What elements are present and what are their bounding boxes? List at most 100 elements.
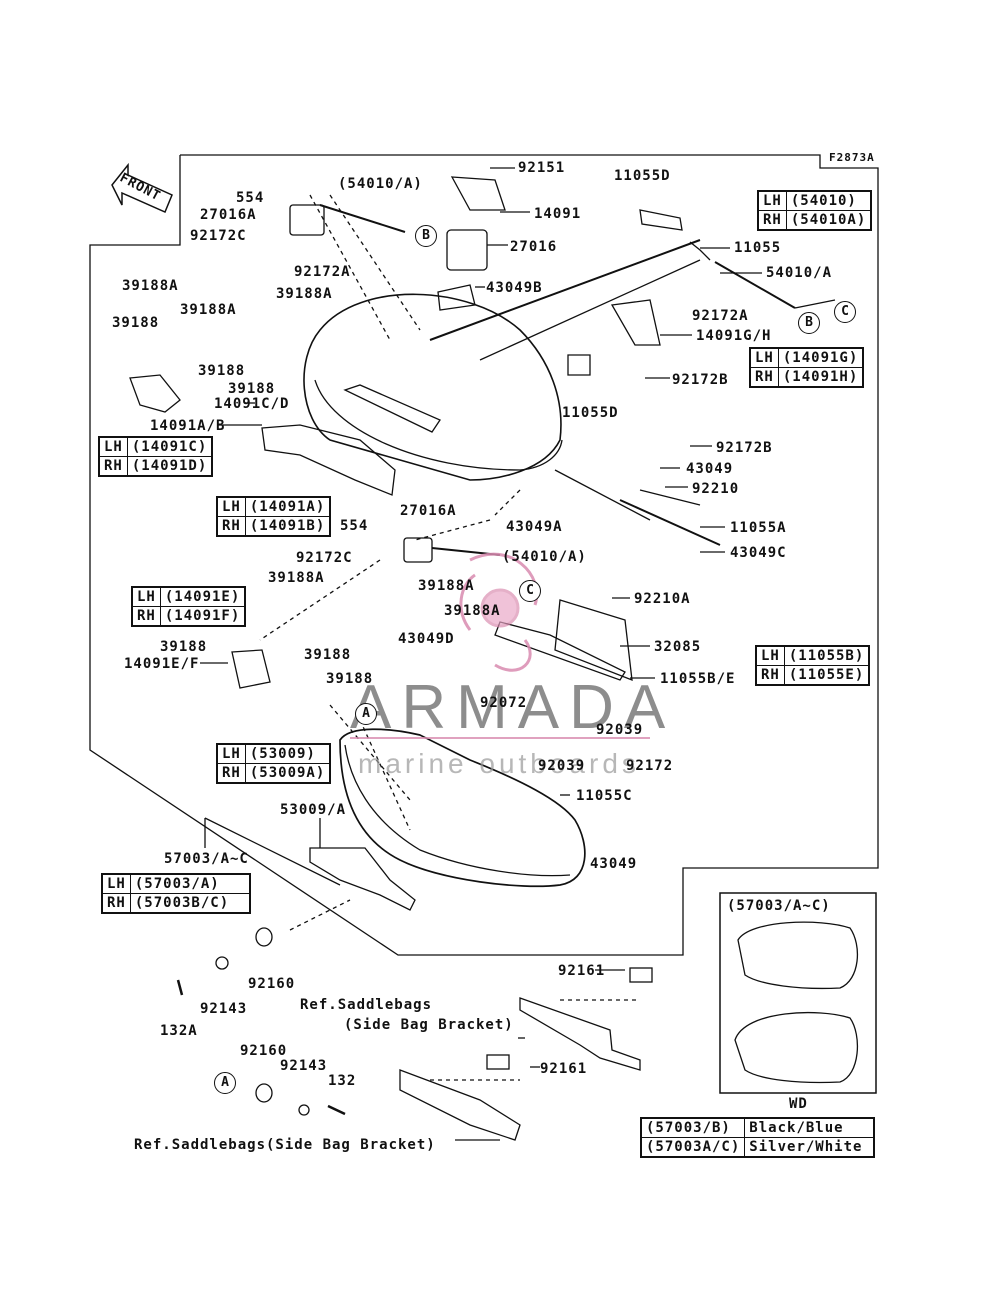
bracket-14091EF xyxy=(231,649,271,689)
watermark-subtitle: marine outboards xyxy=(358,748,640,779)
part-label: 39188A xyxy=(180,302,237,318)
table-cell: (57003/A) xyxy=(129,874,250,894)
table-cell: (14091E) xyxy=(159,587,246,607)
plate-32085 xyxy=(554,599,633,681)
part-label: 27016A xyxy=(200,207,257,223)
cable-54010A xyxy=(319,204,406,233)
part-label: 43049C xyxy=(730,545,787,561)
hinge-rod xyxy=(429,239,701,341)
part-label: 92151 xyxy=(518,160,566,176)
plate-14091 xyxy=(450,176,506,211)
grommet-92160-1 xyxy=(255,927,273,947)
latch-mid xyxy=(403,537,433,563)
part-label: 92072 xyxy=(480,695,528,711)
table-cell: (14091H) xyxy=(777,367,864,387)
part-label: 39188A xyxy=(444,603,501,619)
part-label: 39188A xyxy=(268,570,325,586)
ref-saddlebags-1-sub: (Side Bag Bracket) xyxy=(344,1017,514,1033)
inset-bag-1 xyxy=(737,921,859,990)
part-label: 14091E/F xyxy=(124,656,200,672)
watermark-title: ARMADA xyxy=(350,673,676,742)
washer-92143-2 xyxy=(298,1104,310,1116)
table-cell: RH xyxy=(758,210,787,230)
part-label: 53009/A xyxy=(280,802,347,818)
part-label: 92143 xyxy=(200,1001,248,1017)
part-label: 39188 xyxy=(160,639,208,655)
part-label: 39188A xyxy=(418,578,475,594)
latch-main xyxy=(446,229,488,271)
table-cell: LH xyxy=(99,437,128,457)
variant-table-57003: LH(57003/A) RH(57003B/C) xyxy=(101,873,251,914)
part-label: 43049D xyxy=(398,631,455,647)
bracket-14091GH xyxy=(610,299,661,346)
boundary-line xyxy=(89,154,879,956)
variant-table-53009: LH(53009) RH(53009A) xyxy=(216,743,332,784)
lid-hinge xyxy=(343,384,441,433)
part-label: 39188A xyxy=(122,278,179,294)
table-cell: RH xyxy=(756,665,785,685)
table-cell: LH xyxy=(217,744,246,764)
bracket-upper xyxy=(519,997,641,1071)
variant-table-14091ef: LH(14091E) RH(14091F) xyxy=(131,586,247,627)
washer-92143-1 xyxy=(215,956,229,970)
part-label: 11055C xyxy=(576,788,633,804)
bracket-lower xyxy=(399,1069,521,1141)
color-table: (57003/B)Black/Blue (57003A/C)Silver/Whi… xyxy=(640,1117,876,1158)
part-label: 92160 xyxy=(240,1043,288,1059)
table-cell: LH xyxy=(750,348,779,368)
callout-b: B xyxy=(415,225,437,247)
table-cell: Black/Blue xyxy=(744,1118,875,1138)
part-label: 39188 xyxy=(228,381,276,397)
table-cell: LH xyxy=(102,874,131,894)
part-label: 57003/A~C xyxy=(164,851,249,867)
part-label: 11055D xyxy=(562,405,619,421)
part-label: 132A xyxy=(160,1023,198,1039)
part-label: 554 xyxy=(340,518,369,534)
part-label: 43049B xyxy=(486,280,543,296)
part-label: 92210A xyxy=(634,591,691,607)
bracket-11055D xyxy=(639,209,683,231)
table-cell: (14091C) xyxy=(126,437,213,457)
part-label: 92160 xyxy=(248,976,296,992)
strip-53009A xyxy=(309,847,416,911)
table-cell: RH xyxy=(102,893,131,913)
bracket-43049B xyxy=(437,284,476,311)
part-label: 92039 xyxy=(538,758,586,774)
table-cell: LH xyxy=(217,497,246,517)
inset-frame xyxy=(719,892,877,1094)
part-label: 92039 xyxy=(596,722,644,738)
part-label: 43049A xyxy=(506,519,563,535)
part-label: 11055B/E xyxy=(660,671,736,687)
part-label: 43049 xyxy=(686,461,734,477)
table-cell: LH xyxy=(756,646,785,666)
part-label: 92172A xyxy=(294,264,351,280)
part-label: 39188 xyxy=(304,647,352,663)
table-cell: (14091B) xyxy=(244,516,331,536)
part-label: 32085 xyxy=(654,639,702,655)
table-cell: (14091F) xyxy=(159,606,246,626)
table-cell: RH xyxy=(132,606,161,626)
part-label: 92143 xyxy=(280,1058,328,1074)
part-label: 92172B xyxy=(672,372,729,388)
part-label: 92172C xyxy=(190,228,247,244)
variant-table-14091ab: LH(14091A) RH(14091B) xyxy=(216,496,332,537)
callout-b: B xyxy=(798,312,820,334)
pad-92161-2 xyxy=(486,1054,510,1070)
part-label: 14091 xyxy=(534,206,582,222)
table-cell: RH xyxy=(217,763,246,783)
part-label: 14091C/D xyxy=(214,396,290,412)
part-label: 92210 xyxy=(692,481,740,497)
table-cell: (57003/B) xyxy=(640,1118,746,1138)
callout-a: A xyxy=(355,703,377,725)
table-cell: Silver/White xyxy=(744,1137,875,1157)
ref-saddlebags-1: Ref.Saddlebags xyxy=(300,997,433,1013)
part-label: 39188 xyxy=(198,363,246,379)
part-label: 92161 xyxy=(558,963,606,979)
callout-c: C xyxy=(834,301,856,323)
part-label: 14091A/B xyxy=(150,418,226,434)
part-label: 39188 xyxy=(326,671,374,687)
variant-table-14091gh: LH(14091G) RH(14091H) xyxy=(749,347,865,388)
part-label: 132 xyxy=(328,1073,357,1089)
